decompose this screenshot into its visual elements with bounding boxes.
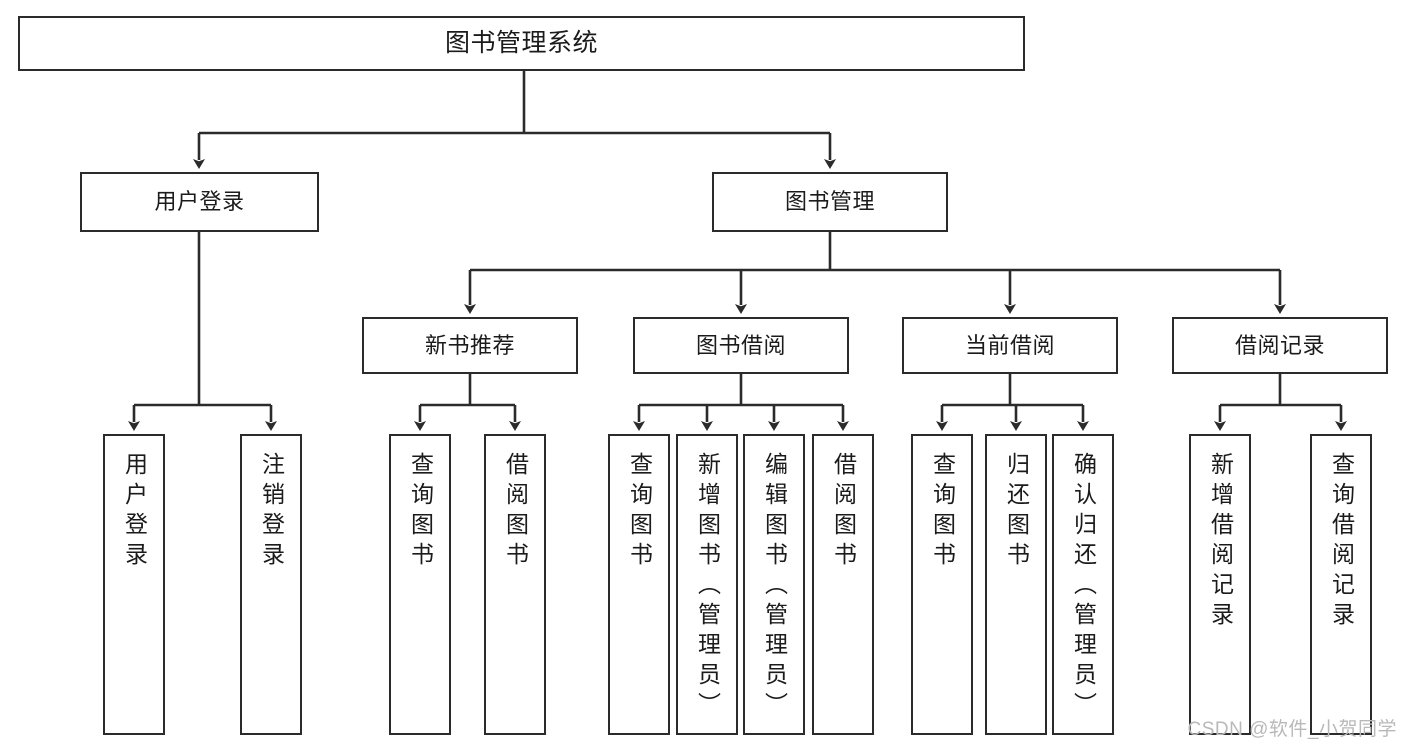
leaf-borrow-book-recommend-label: 借阅图书: [502, 452, 529, 572]
leaf-return-book[interactable]: 归还图书: [985, 434, 1047, 735]
leaf-return-book-label: 归还图书: [1003, 452, 1030, 572]
node-new-book-recommend[interactable]: 新书推荐: [362, 317, 578, 374]
node-book-borrow[interactable]: 图书借阅: [633, 317, 849, 374]
leaf-query-book-recommend-label: 查询图书: [407, 452, 434, 572]
leaf-borrow-book[interactable]: 借阅图书: [812, 434, 874, 735]
leaf-edit-book-admin-label: 编辑图书（管理员）: [761, 452, 788, 722]
watermark: CSDN @软件_小贺同学: [1187, 719, 1397, 740]
node-root[interactable]: 图书管理系统: [18, 16, 1025, 71]
node-current-borrow-label: 当前借阅: [964, 332, 1055, 358]
node-new-book-recommend-label: 新书推荐: [424, 332, 515, 358]
leaf-borrow-book-label: 借阅图书: [830, 452, 857, 572]
leaf-user-login-label: 用户登录: [121, 452, 148, 572]
leaf-user-login[interactable]: 用户登录: [103, 434, 165, 735]
node-book-borrow-label: 图书借阅: [695, 332, 786, 358]
leaf-query-borrow-record-label: 查询借阅记录: [1328, 452, 1355, 632]
leaf-query-book-borrow-label: 查询图书: [626, 452, 653, 572]
node-user-login[interactable]: 用户登录: [80, 172, 319, 232]
leaf-logout[interactable]: 注销登录: [240, 434, 302, 735]
node-user-login-label: 用户登录: [154, 189, 245, 215]
leaf-borrow-book-recommend[interactable]: 借阅图书: [484, 434, 546, 735]
leaf-edit-book-admin[interactable]: 编辑图书（管理员）: [743, 434, 805, 735]
leaf-add-borrow-record-label: 新增借阅记录: [1207, 452, 1234, 632]
leaf-query-book-borrow[interactable]: 查询图书: [608, 434, 670, 735]
node-borrow-record-label: 借阅记录: [1234, 332, 1325, 358]
leaf-add-book-admin[interactable]: 新增图书（管理员）: [676, 434, 738, 735]
leaf-query-book-current[interactable]: 查询图书: [911, 434, 973, 735]
leaf-add-book-admin-label: 新增图书（管理员）: [694, 452, 721, 722]
node-current-borrow[interactable]: 当前借阅: [902, 317, 1118, 374]
node-book-management[interactable]: 图书管理: [712, 172, 948, 232]
node-root-label: 图书管理系统: [444, 28, 598, 57]
leaf-confirm-return-admin[interactable]: 确认归还（管理员）: [1052, 434, 1114, 735]
node-borrow-record[interactable]: 借阅记录: [1172, 317, 1388, 374]
leaf-query-borrow-record[interactable]: 查询借阅记录: [1310, 434, 1372, 735]
node-book-management-label: 图书管理: [784, 189, 875, 215]
leaf-add-borrow-record[interactable]: 新增借阅记录: [1189, 434, 1251, 735]
leaf-logout-label: 注销登录: [258, 452, 285, 572]
leaf-query-book-recommend[interactable]: 查询图书: [389, 434, 451, 735]
leaf-query-book-current-label: 查询图书: [929, 452, 956, 572]
leaf-confirm-return-admin-label: 确认归还（管理员）: [1070, 452, 1097, 722]
